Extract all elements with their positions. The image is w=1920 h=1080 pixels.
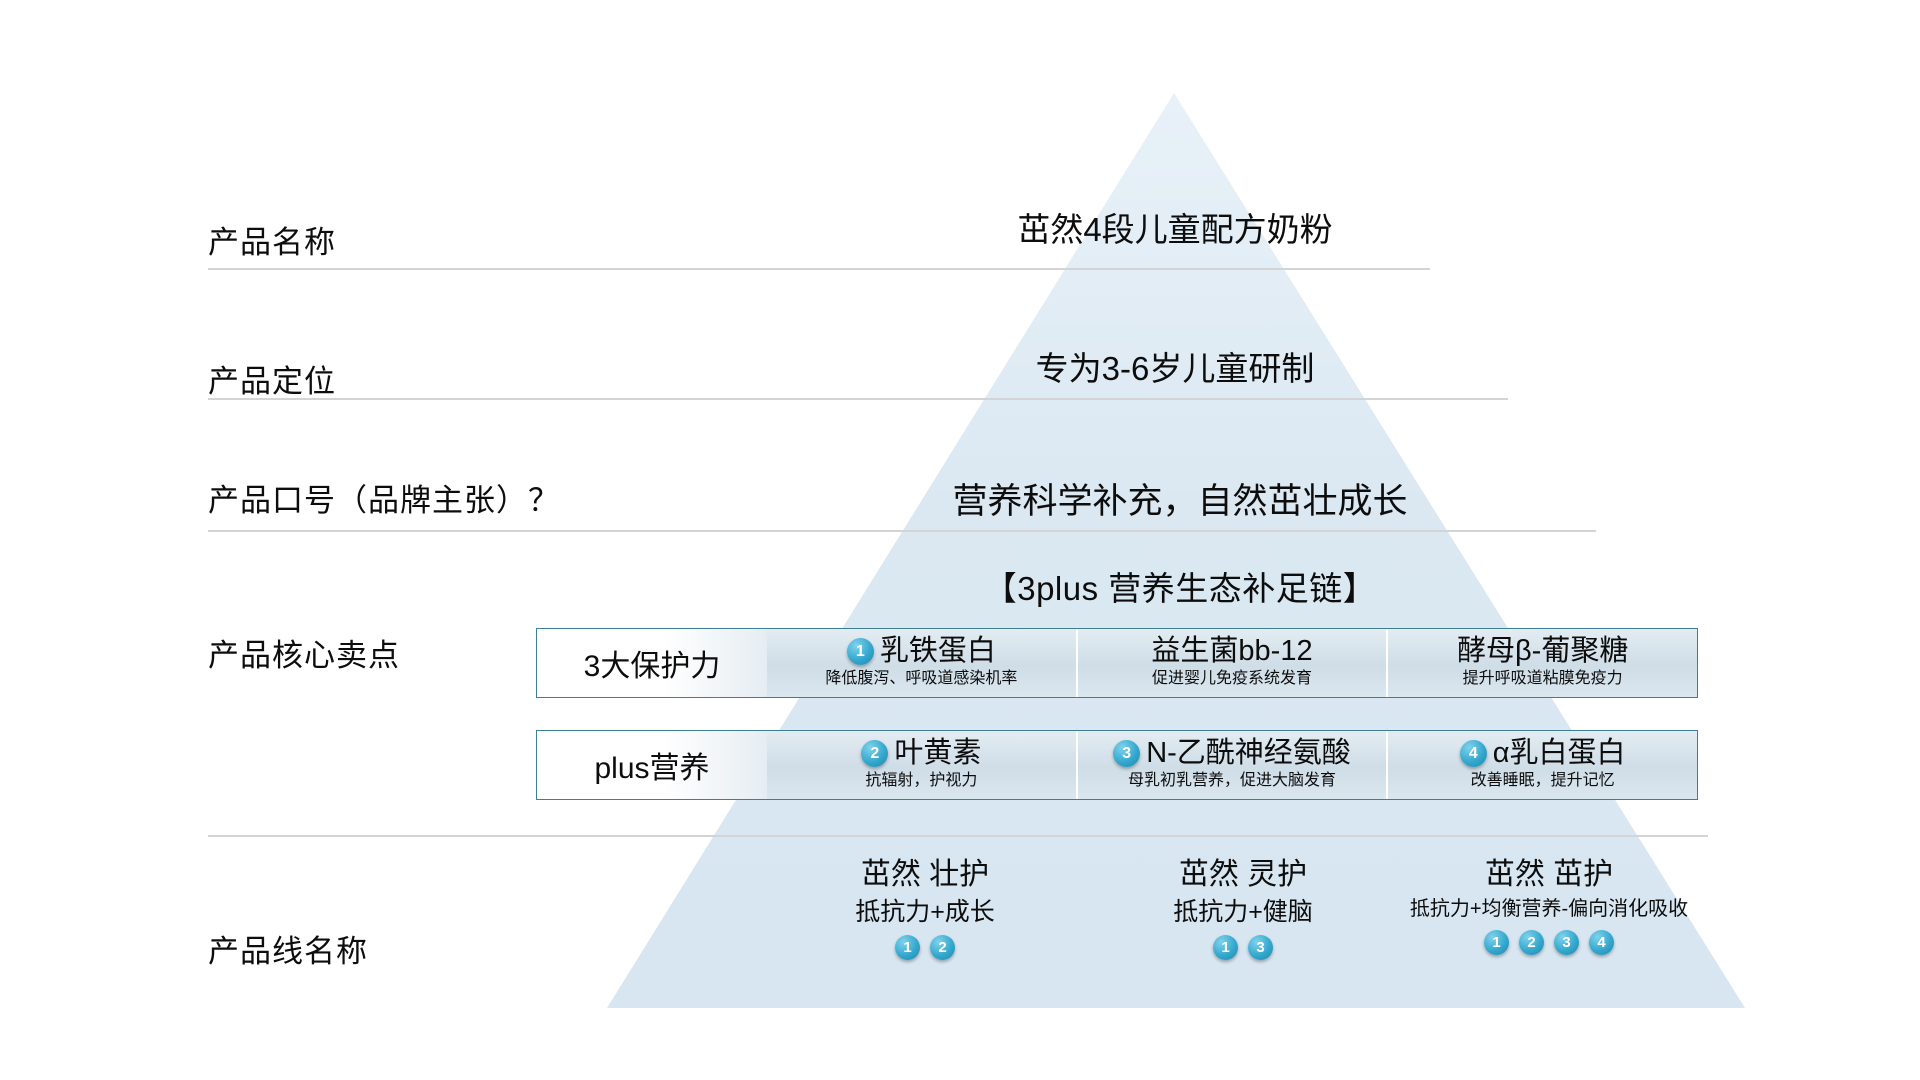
product-name-value: 茁然4段儿童配方奶粉: [1017, 211, 1333, 248]
product-line-badges: 1 2: [790, 934, 1060, 960]
feature-cell-desc: 促进婴儿免疫系统发育: [1152, 669, 1313, 687]
product-line-claim: 抵抗力+成长: [855, 897, 995, 926]
badge-number-icon: 2: [930, 934, 955, 960]
feature-cell[interactable]: 1 乳铁蛋白 降低腹泻、呼吸道感染机率: [767, 629, 1076, 697]
badge-number-icon: 2: [1519, 929, 1544, 955]
row-label-product-position: 产品定位: [208, 364, 336, 399]
feature-cell-title-row: 3 N-乙酰神经氨酸: [1113, 737, 1351, 770]
feature-cell-desc: 改善睡眠，提升记忆: [1470, 771, 1615, 789]
divider-after-product-slogan: [208, 530, 1596, 532]
feature-box-plus-nutrition: plus营养 2 叶黄素 抗辐射，护视力 3 N-乙酰神经氨酸 母乳初乳营养，促…: [536, 730, 1698, 800]
feature-box-plus-nutrition-cells: 2 叶黄素 抗辐射，护视力 3 N-乙酰神经氨酸 母乳初乳营养，促进大脑发育 4…: [767, 731, 1697, 799]
product-slogan-value: 营养科学补充，自然茁壮成长: [952, 482, 1408, 521]
product-position-value: 专为3-6岁儿童研制: [1035, 350, 1315, 387]
feature-cell[interactable]: 益生菌bb-12 促进婴儿免疫系统发育: [1075, 629, 1387, 697]
product-line-item[interactable]: 茁然 茁护 抵抗力+均衡营养-偏向消化吸收 1 2 3 4: [1404, 858, 1694, 955]
product-line-name: 茁然 灵护: [1178, 858, 1308, 891]
feature-cell-desc: 母乳初乳营养，促进大脑发育: [1128, 771, 1337, 789]
feature-box-protection-cells: 1 乳铁蛋白 降低腹泻、呼吸道感染机率 益生菌bb-12 促进婴儿免疫系统发育 …: [767, 629, 1697, 697]
feature-cell[interactable]: 2 叶黄素 抗辐射，护视力: [767, 731, 1076, 799]
feature-cell-title: 益生菌bb-12: [1151, 635, 1313, 668]
feature-cell-title-row: 酵母β-葡聚糖: [1457, 635, 1629, 668]
feature-box-protection-head: 3大保护力: [537, 629, 767, 697]
feature-cell-desc: 抗辐射，护视力: [865, 771, 978, 789]
feature-cell-title: 叶黄素: [894, 737, 982, 770]
product-line-badges: 1 2 3 4: [1404, 929, 1694, 955]
badge-number-icon: 3: [1113, 740, 1141, 768]
feature-cell-title-row: 1 乳铁蛋白: [846, 635, 996, 668]
divider-after-core-selling-points: [208, 835, 1708, 837]
row-label-product-slogan: 产品口号（品牌主张）？: [208, 483, 560, 518]
product-line-claim: 抵抗力+均衡营养-偏向消化吸收: [1409, 897, 1689, 920]
feature-cell[interactable]: 酵母β-葡聚糖 提升呼吸道粘膜免疫力: [1386, 629, 1697, 697]
row-label-core-selling-points: 产品核心卖点: [208, 638, 400, 673]
product-line-name: 茁然 壮护: [860, 858, 990, 891]
feature-box-plus-nutrition-head: plus营养: [537, 731, 767, 799]
badge-number-icon: 1: [895, 934, 920, 960]
badge-number-icon: 2: [861, 740, 889, 768]
divider-after-product-position: [208, 398, 1508, 400]
badge-number-icon: 1: [1484, 929, 1509, 955]
product-line-name: 茁然 茁护: [1484, 858, 1614, 891]
badge-number-icon: 1: [846, 638, 874, 666]
feature-cell-title: α乳白蛋白: [1492, 737, 1626, 770]
product-line-claim: 抵抗力+健脑: [1173, 897, 1313, 926]
feature-cell-title-row: 4 α乳白蛋白: [1459, 737, 1626, 770]
badge-number-icon: 4: [1459, 740, 1487, 768]
feature-cell[interactable]: 3 N-乙酰神经氨酸 母乳初乳营养，促进大脑发育: [1075, 731, 1387, 799]
feature-cell-desc: 提升呼吸道粘膜免疫力: [1462, 669, 1623, 687]
feature-cell-title: 酵母β-葡聚糖: [1457, 635, 1629, 668]
feature-cell[interactable]: 4 α乳白蛋白 改善睡眠，提升记忆: [1386, 731, 1697, 799]
row-label-product-line: 产品线名称: [208, 934, 368, 969]
feature-cell-desc: 降低腹泻、呼吸道感染机率: [825, 669, 1018, 687]
product-line-badges: 1 3: [1108, 934, 1378, 960]
feature-cell-title: N-乙酰神经氨酸: [1146, 737, 1351, 770]
badge-number-icon: 3: [1248, 934, 1273, 960]
badge-number-icon: 1: [1213, 934, 1238, 960]
product-line-item[interactable]: 茁然 灵护 抵抗力+健脑 1 3: [1108, 858, 1378, 960]
feature-cell-title-row: 2 叶黄素: [861, 737, 982, 770]
row-label-product-name: 产品名称: [208, 225, 336, 260]
feature-box-protection: 3大保护力 1 乳铁蛋白 降低腹泻、呼吸道感染机率 益生菌bb-12 促进婴儿免…: [536, 628, 1698, 698]
badge-number-icon: 4: [1589, 929, 1614, 955]
divider-after-product-name: [208, 268, 1430, 270]
feature-cell-title-row: 益生菌bb-12: [1151, 635, 1313, 668]
badge-number-icon: 3: [1554, 929, 1579, 955]
nutrition-chain-title: 【3plus 营养生态补足链】: [983, 570, 1377, 607]
feature-cell-title: 乳铁蛋白: [879, 635, 996, 668]
product-line-item[interactable]: 茁然 壮护 抵抗力+成长 1 2: [790, 858, 1060, 960]
